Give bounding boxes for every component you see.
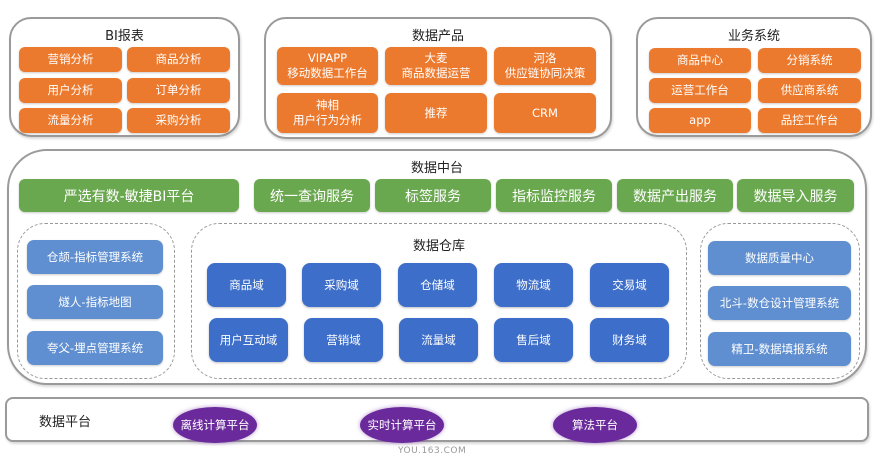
product-crm[interactable]: CRM — [494, 93, 596, 133]
service-data-output[interactable]: 数据产出服务 — [617, 179, 733, 212]
product-heluo-desc: 供应链协同决策 — [504, 66, 586, 80]
tool-suiren[interactable]: 燧人-指标地图 — [27, 285, 163, 319]
biz-qc-workbench[interactable]: 品控工作台 — [758, 108, 861, 133]
platform-realtime-compute[interactable]: 实时计算平台 — [360, 407, 444, 443]
biz-supplier[interactable]: 供应商系统 — [758, 78, 861, 103]
tool-jingwei[interactable]: 精卫-数据填报系统 — [708, 332, 851, 366]
domain-after-sales[interactable]: 售后域 — [494, 318, 573, 362]
data-products-title: 数据产品 — [411, 29, 464, 44]
biz-app[interactable]: app — [649, 108, 751, 133]
product-shenxiang[interactable]: 神相用户行为分析 — [277, 93, 378, 133]
platform-offline-compute[interactable]: 离线计算平台 — [173, 407, 257, 443]
platform-algorithm[interactable]: 算法平台 — [553, 407, 637, 443]
product-heluo[interactable]: 河洛供应链协同决策 — [494, 47, 596, 85]
tool-data-quality[interactable]: 数据质量中心 — [708, 241, 851, 275]
product-shenxiang-desc: 用户行为分析 — [293, 113, 362, 127]
left-tools-group — [17, 223, 175, 379]
bi-item-traffic[interactable]: 流量分析 — [19, 108, 122, 133]
tool-cangjie[interactable]: 仓颉-指标管理系统 — [27, 240, 163, 274]
product-heluo-name: 河洛 — [533, 51, 557, 65]
watermark: YOU.163.COM — [398, 446, 467, 456]
domain-user-interaction[interactable]: 用户互动域 — [209, 318, 288, 362]
bi-item-user[interactable]: 用户分析 — [19, 78, 122, 103]
biz-ops-workbench[interactable]: 运营工作台 — [649, 78, 751, 103]
data-warehouse-group — [191, 223, 687, 379]
product-damai[interactable]: 大麦商品数据运营 — [385, 47, 487, 85]
service-bi-platform[interactable]: 严选有数-敏捷BI平台 — [19, 179, 239, 212]
domain-purchase[interactable]: 采购域 — [302, 263, 381, 307]
domain-traffic[interactable]: 流量域 — [399, 318, 478, 362]
product-vipapp-desc: 移动数据工作台 — [287, 66, 368, 80]
tool-beidou[interactable]: 北斗-数仓设计管理系统 — [708, 286, 851, 320]
right-tools-group — [700, 223, 860, 379]
bi-item-purchase[interactable]: 采购分析 — [127, 108, 230, 133]
service-unified-query[interactable]: 统一查询服务 — [254, 179, 370, 212]
service-tag[interactable]: 标签服务 — [375, 179, 491, 212]
domain-marketing[interactable]: 营销域 — [304, 318, 383, 362]
biz-distribution[interactable]: 分销系统 — [758, 48, 861, 73]
domain-logistics[interactable]: 物流域 — [494, 263, 573, 307]
service-metric-monitor[interactable]: 指标监控服务 — [496, 179, 612, 212]
bi-item-order[interactable]: 订单分析 — [127, 78, 230, 103]
domain-trade[interactable]: 交易域 — [590, 263, 669, 307]
product-shenxiang-name: 神相 — [316, 98, 339, 112]
domain-warehousing[interactable]: 仓储域 — [398, 263, 477, 307]
bi-item-marketing[interactable]: 营销分析 — [19, 47, 122, 72]
bi-item-product[interactable]: 商品分析 — [127, 47, 230, 72]
domain-product[interactable]: 商品域 — [207, 263, 286, 307]
service-data-import[interactable]: 数据导入服务 — [737, 179, 854, 212]
business-systems-title: 业务系统 — [727, 29, 780, 44]
data-warehouse-title: 数据仓库 — [412, 239, 465, 254]
tool-kuafu[interactable]: 夸父-埋点管理系统 — [27, 331, 163, 365]
product-damai-desc: 商品数据运营 — [401, 66, 471, 80]
data-platform-title: 数据平台 — [39, 415, 92, 430]
bi-reports-title: BI报表 — [105, 29, 144, 44]
biz-product-center[interactable]: 商品中心 — [649, 48, 751, 73]
product-damai-name: 大麦 — [424, 51, 448, 65]
domain-finance[interactable]: 财务域 — [590, 318, 669, 362]
product-vipapp-name: VIPAPP — [307, 51, 348, 65]
data-middle-platform-title: 数据中台 — [410, 161, 463, 176]
product-recommend[interactable]: 推荐 — [385, 93, 487, 133]
